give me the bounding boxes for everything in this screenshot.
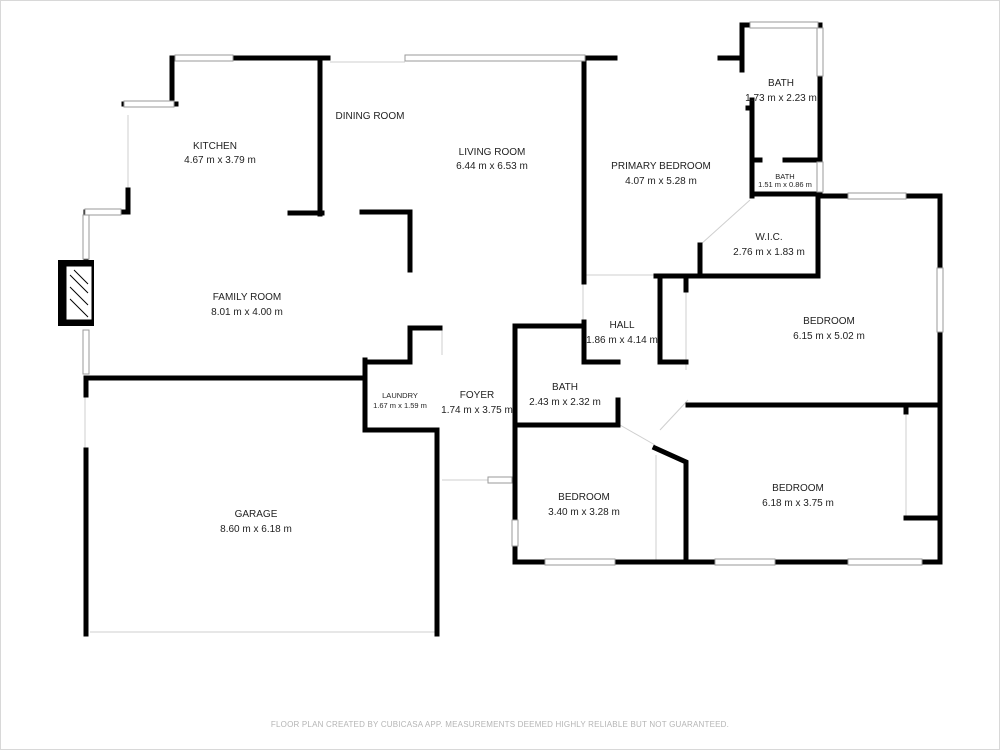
kitchen-dims: 4.67 m x 3.79 m bbox=[184, 155, 256, 166]
dining-room-name: DINING ROOM bbox=[336, 111, 405, 122]
garage-name: GARAGE bbox=[235, 509, 278, 520]
foyer-dims: 1.74 m x 3.75 m bbox=[441, 405, 513, 416]
family-room-dims: 8.01 m x 4.00 m bbox=[211, 307, 283, 318]
hall-name: HALL bbox=[609, 320, 634, 331]
laundry-name: LAUNDRY bbox=[382, 391, 418, 400]
fireplace-hearth bbox=[65, 265, 93, 321]
windows bbox=[82, 21, 944, 566]
primary-bath-name: BATH bbox=[768, 78, 794, 89]
primary-bedroom-name: PRIMARY BEDROOM bbox=[611, 161, 711, 172]
south-bedroom-dims: 3.40 m x 3.28 m bbox=[548, 507, 620, 518]
family-room-name: FAMILY ROOM bbox=[213, 292, 282, 303]
east-bedroom-name: BEDROOM bbox=[803, 316, 855, 327]
small-bath-dims: 1.51 m x 0.86 m bbox=[758, 180, 812, 189]
laundry-dims: 1.67 m x 1.59 m bbox=[373, 401, 427, 410]
southeast-bedroom-dims: 6.18 m x 3.75 m bbox=[762, 498, 834, 509]
wic-name: W.I.C. bbox=[755, 232, 782, 243]
garage-dims: 8.60 m x 6.18 m bbox=[220, 524, 292, 535]
wic-dims: 2.76 m x 1.83 m bbox=[733, 247, 805, 258]
primary-bath-dims: 1.73 m x 2.23 m bbox=[745, 93, 817, 104]
hall-bath-dims: 2.43 m x 2.32 m bbox=[529, 397, 601, 408]
kitchen-name: KITCHEN bbox=[193, 141, 237, 152]
south-bedroom-name: BEDROOM bbox=[558, 492, 610, 503]
living-room-dims: 6.44 m x 6.53 m bbox=[456, 161, 528, 172]
east-bedroom-dims: 6.15 m x 5.02 m bbox=[793, 331, 865, 342]
foyer-name: FOYER bbox=[460, 390, 494, 401]
living-room-name: LIVING ROOM bbox=[459, 147, 526, 158]
opening-lines bbox=[84, 61, 907, 633]
walls bbox=[58, 22, 943, 637]
footer-note: FLOOR PLAN CREATED BY CUBICASA APP. MEAS… bbox=[271, 720, 729, 729]
hall-bath-name: BATH bbox=[552, 382, 578, 393]
southeast-bedroom-name: BEDROOM bbox=[772, 483, 824, 494]
primary-bedroom-dims: 4.07 m x 5.28 m bbox=[625, 176, 697, 187]
small-bath-name: BATH bbox=[775, 172, 794, 181]
hall-dims: 1.86 m x 4.14 m bbox=[586, 335, 658, 346]
